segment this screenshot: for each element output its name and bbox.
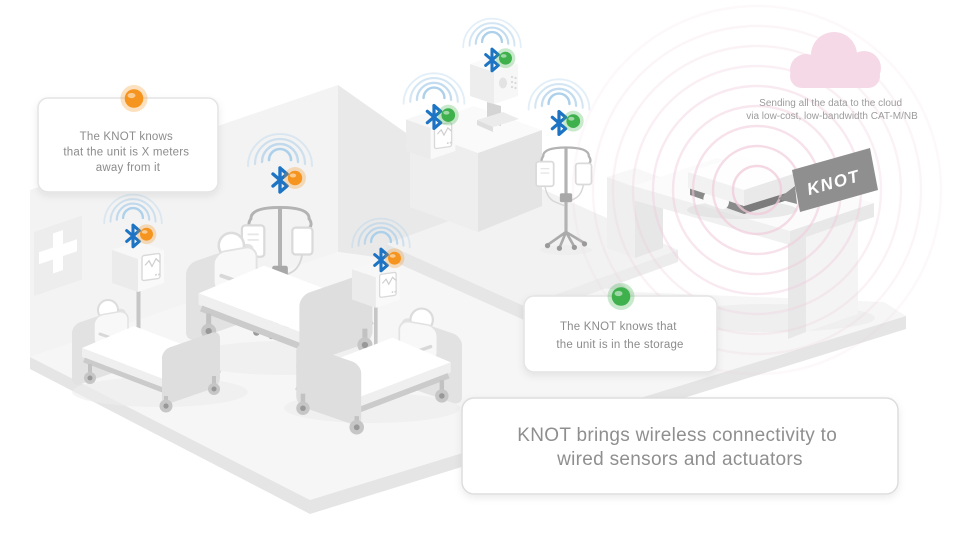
signal-waves-icon: [402, 72, 466, 105]
monitor-pole: [136, 288, 141, 348]
status-dot-green: [441, 108, 456, 122]
radio-waves-icon: [571, 4, 943, 376]
wireless-sensor-bed-monitor-left: [103, 193, 163, 249]
knot-sign: KNOT: [778, 148, 878, 212]
bluetooth-icon: [125, 223, 141, 249]
status-dot-orange: [124, 89, 144, 108]
signal-waves-icon: [527, 78, 591, 111]
wireless-sensor-iv-ward: [247, 133, 313, 194]
status-dot-orange: [287, 170, 303, 186]
status-dot-orange: [140, 227, 153, 241]
callout-storage-text: The KNOT knows that the unit is in the s…: [556, 321, 683, 351]
signal-waves-icon: [247, 133, 313, 167]
left-wall: [30, 85, 338, 357]
bluetooth-icon: [550, 109, 568, 137]
callout-distance: The KNOT knows that the unit is X meters…: [37, 85, 219, 193]
signal-waves-icon: [351, 217, 411, 249]
bed-monitor-right: [351, 260, 401, 309]
status-dot-green: [566, 114, 581, 128]
wireless-sensor-pump: [462, 17, 522, 73]
tagline: KNOT brings wireless connectivity to wir…: [461, 397, 899, 495]
status-dot-green: [499, 51, 512, 65]
knot-gateway-device: [688, 156, 796, 214]
bluetooth-icon: [484, 47, 500, 73]
cloud-note: Sending all the data to the cloud via lo…: [746, 98, 918, 122]
bluetooth-icon: [373, 247, 389, 273]
bluetooth-icon: [271, 166, 289, 194]
signal-waves-icon: [103, 193, 163, 225]
status-dot-green: [611, 287, 631, 306]
wireless-sensor-counter-monitor: [402, 72, 466, 131]
wireless-sensor-iv-storage: [527, 78, 591, 137]
hospital-ward: [72, 205, 462, 434]
monitor-pole: [374, 306, 378, 358]
callout-storage: The KNOT knows that the unit is in the s…: [523, 283, 718, 373]
callout-distance-text: The KNOT knows that the unit is X meters…: [63, 131, 192, 174]
storage-area: [386, 56, 678, 320]
signal-waves-icon: [462, 17, 522, 49]
cloud-icon: [790, 32, 881, 88]
status-dot-orange: [388, 251, 401, 265]
wireless-sensor-bed-monitor-right: [351, 217, 411, 273]
bluetooth-icon: [425, 103, 443, 131]
tagline-text: KNOT brings wireless connectivity to wir…: [517, 425, 842, 470]
medical-cross-icon: [34, 215, 82, 296]
bed-monitor-left: [111, 240, 165, 293]
desk-area: [607, 156, 875, 339]
